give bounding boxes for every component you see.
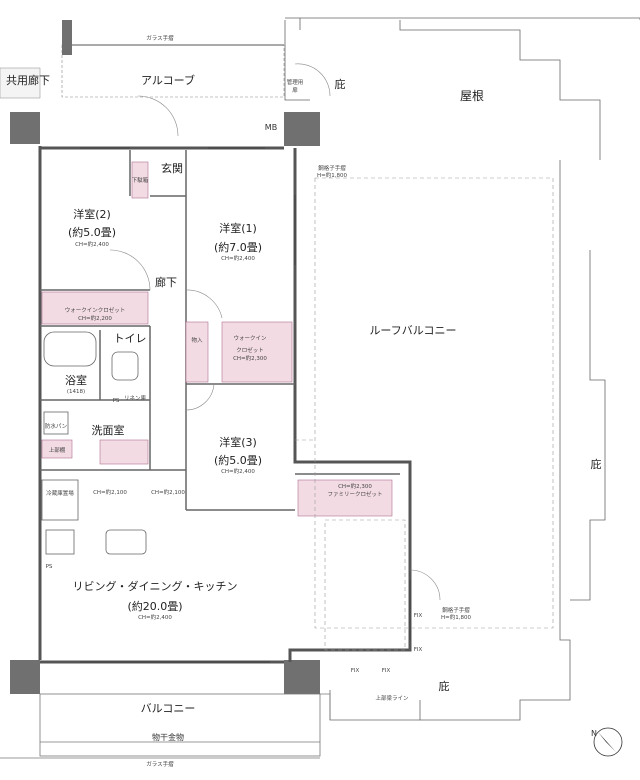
label-linen: リネン庫 <box>124 394 147 402</box>
label-bathroom: 浴室 <box>65 373 87 387</box>
label-fix-2: FIX <box>414 647 423 653</box>
label-washroom: 洗面室 <box>92 423 125 437</box>
label-fix-4: FIX <box>382 668 391 674</box>
label-western-room-3: 洋室(3) <box>219 435 257 449</box>
label-wic-1: ウォークインクロゼット <box>65 306 126 314</box>
label-eaves-right: 庇 <box>591 457 602 471</box>
label-shoe-box: 下駄箱 <box>132 176 149 184</box>
label-eaves-top: 庇 <box>335 77 346 91</box>
label-hallway: 廊下 <box>155 275 177 289</box>
fixtures <box>41 331 147 555</box>
label-entrance: 玄関 <box>161 161 183 175</box>
label-eaves-bottom: 庇 <box>439 679 450 693</box>
label-glass-railing-bottom: ガラス手摺 <box>146 760 174 768</box>
label-roof-balcony: ルーフバルコニー <box>369 324 456 337</box>
label-ldk-ch: CH=約2,400 <box>138 613 172 621</box>
label-ch-2100-a: CH=約2,100 <box>93 488 127 496</box>
label-fridge: 冷蔵庫置場 <box>46 489 74 497</box>
label-wic-1-ch: CH=約2,200 <box>78 314 112 322</box>
label-fix-1: FIX <box>414 613 423 619</box>
label-clothes-hanger: 物干金物 <box>152 732 184 742</box>
label-wic-2-a: ウォークイン <box>233 334 267 342</box>
label-ps-1: PS <box>113 398 120 404</box>
balcony-area <box>0 693 331 759</box>
label-family-closet-ch: CH=約2,300 <box>338 482 372 490</box>
label-railing-top: 鋼格子手摺 <box>318 164 346 172</box>
label-ldk: リビング・ダイニング・キッチン <box>73 579 238 593</box>
label-toilet: トイレ <box>114 332 147 345</box>
label-waterproof-pan: 防水パン <box>45 422 68 430</box>
closets <box>41 161 393 517</box>
label-ps-2: PS <box>46 564 53 570</box>
label-storage-a: 物入 <box>191 336 203 344</box>
label-western-room-2-size: (約5.0畳) <box>68 225 116 239</box>
label-beam-line: 上部梁ライン <box>375 694 409 702</box>
beam-lines <box>295 177 554 651</box>
label-family-closet: ファミリークロゼット <box>327 490 382 498</box>
label-western-room-3-size: (約5.0畳) <box>214 453 262 467</box>
label-upper-shelf: 上部棚 <box>49 446 66 454</box>
label-wic-2-b: クロゼット <box>236 346 264 354</box>
label-balcony: バルコニー <box>141 702 196 715</box>
label-roof: 屋根 <box>460 89 484 103</box>
label-western-room-3-ch: CH=約2,400 <box>221 467 255 475</box>
label-western-room-2-ch: CH=約2,400 <box>75 240 109 248</box>
label-bathroom-size: (1418) <box>67 389 85 395</box>
label-western-room-1-ch: CH=約2,400 <box>221 254 255 262</box>
label-common-corridor: 共用廊下 <box>6 73 50 87</box>
common-corridor <box>0 44 285 99</box>
windows <box>80 147 411 663</box>
label-kanri-door-b: 扉 <box>292 86 298 94</box>
doors <box>109 63 441 601</box>
label-railing-top-h: H=約1,800 <box>317 171 347 179</box>
label-railing-bottom-h: H=約1,800 <box>441 613 471 621</box>
label-western-room-1: 洋室(1) <box>219 221 257 235</box>
label-ch-2100-b: CH=約2,100 <box>151 488 185 496</box>
label-fix-3: FIX <box>351 668 360 674</box>
structural-columns <box>10 20 320 694</box>
label-glass-railing-top: ガラス手摺 <box>146 34 174 42</box>
label-wic-2-ch: CH=約2,300 <box>233 354 267 362</box>
label-mb: MB <box>265 123 277 132</box>
label-alcove: アルコーブ <box>141 73 195 87</box>
compass-icon <box>593 727 623 757</box>
label-compass-n: N <box>591 729 597 738</box>
label-western-room-2: 洋室(2) <box>73 207 111 221</box>
label-railing-bottom: 鋼格子手摺 <box>442 606 470 614</box>
label-kanri-door-a: 管理用 <box>287 78 304 86</box>
label-ldk-size: (約20.0畳) <box>127 599 182 613</box>
label-western-room-1-size: (約7.0畳) <box>214 240 262 254</box>
